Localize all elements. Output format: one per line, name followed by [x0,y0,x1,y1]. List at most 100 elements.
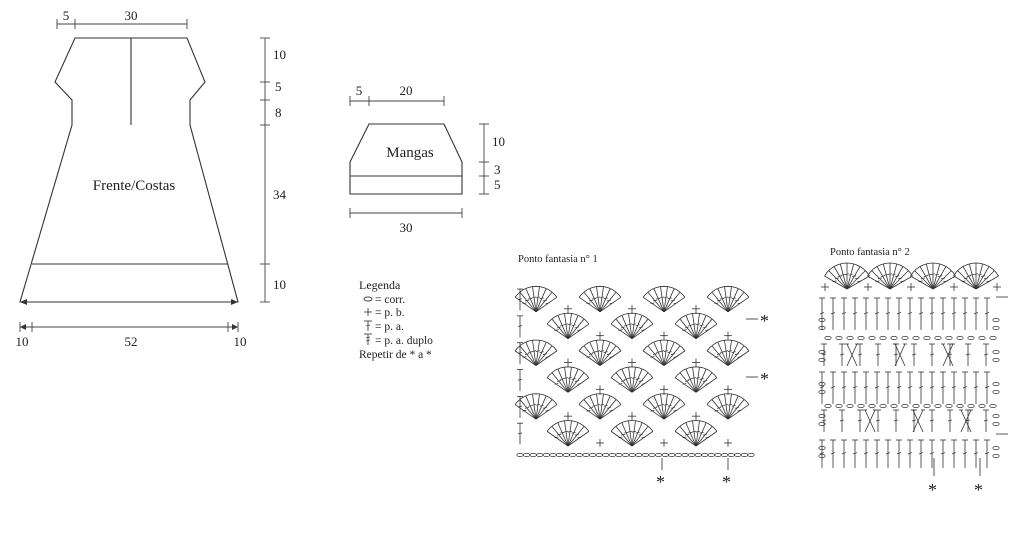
chart2-repeat-star-bottom-1: * [928,480,937,500]
sleeve-dim-top-2: 20 [400,83,413,98]
single-crochet-icon [660,385,668,394]
single-crochet-icon [596,331,604,340]
double-crochet-icon [517,288,523,311]
sleeve-right-dimension: 10 3 5 [479,123,505,195]
dress-dim-right-2: 5 [275,79,282,94]
chain-icon [992,446,1000,450]
dress-label: Frente/Costas [93,178,176,194]
sleeve-dim-right-1: 10 [492,134,505,149]
fan-stitch-icon [610,312,654,339]
dress-right-dimension: 10 5 8 34 10 [260,37,287,303]
sleeve-dim-bottom: 30 [400,220,413,235]
chain-icon [835,404,843,408]
chain-icon [734,453,742,457]
double-crochet-icon [821,343,827,366]
chain-icon [890,404,898,408]
chain-icon [668,453,676,457]
fan-stitch-icon [578,393,622,420]
double-crochet-icon [929,297,935,330]
chain-icon [818,446,826,450]
chain-icon [967,336,975,340]
fan-stitch-icon [910,262,956,290]
chain-icon [992,318,1000,322]
chain-icon [602,453,610,457]
chain-icon [589,453,597,457]
double-crochet-icon [962,297,968,330]
double-crochet-icon [841,297,847,330]
treble-crochet-symbol-icon [364,333,372,345]
legend: Legenda = corr. = p. b. = p. a. = p. a. … [359,278,433,361]
double-crochet-icon [819,371,825,404]
single-crochet-icon [692,412,700,421]
fan-stitch-icon [674,420,718,447]
double-crochet-icon [885,297,891,330]
dress-dim-top-shoulder: 5 [63,8,70,23]
chain-icon [707,453,715,457]
chain-icon [846,336,854,340]
chain-icon [901,404,909,408]
double-crochet-icon [929,409,935,432]
single-crochet-icon [724,385,732,394]
chain-icon [641,453,649,457]
double-crochet-icon [863,297,869,330]
double-crochet-icon [951,439,957,468]
dress-dim-bottom-center: 52 [125,334,138,349]
chain-icon [945,404,953,408]
single-crochet-icon [660,439,668,447]
double-crochet-icon [962,371,968,404]
fan-stitch-icon [706,393,750,420]
legend-item-chain: = corr. [375,294,405,306]
chain-icon [721,453,729,457]
sleeve-label: Mangas [386,145,434,161]
chain-icon [824,404,832,408]
legend-repeat-note: Repetir de * a * [359,349,432,361]
double-crochet-icon [821,409,827,432]
chain-icon [818,454,826,458]
double-crochet-icon [918,297,924,330]
double-crochet-icon [839,343,845,366]
single-crochet-icon [864,283,872,291]
chain-icon [542,453,550,457]
single-crochet-icon [692,304,700,313]
chain-icon [818,350,826,354]
fan-stitch-icon [706,285,750,313]
dress-dim-right-3: 8 [275,105,282,120]
chain-icon [655,453,663,457]
double-crochet-icon [984,297,990,330]
dress-bottom-dimension: 10 52 10 [16,299,247,349]
chain-icon [978,336,986,340]
double-crochet-icon [929,343,935,366]
fan-stitch-icon [674,312,718,339]
double-crochet-icon [918,371,924,404]
chain-icon [992,382,1000,386]
double-crochet-icon [947,409,953,432]
fan-stitch-icon [706,339,750,366]
sleeve-bottom-dimension: 30 [349,208,463,235]
double-crochet-icon [875,409,881,432]
dress-dim-bottom-right: 10 [234,334,247,349]
legend-item-treble-crochet: = p. a. duplo [375,335,433,347]
fan-stitch-icon [824,262,870,290]
single-crochet-icon [564,304,572,313]
double-crochet-icon [929,371,935,404]
chain-icon [628,453,636,457]
double-crochet-icon [863,371,869,404]
fan-stitch-icon [546,420,590,447]
double-crochet-icon [517,422,523,445]
chain-icon [868,404,876,408]
double-crochet-icon [874,371,880,404]
double-crochet-icon [907,439,913,468]
double-crochet-icon [857,343,863,366]
chain-icon [901,336,909,340]
double-crochet-icon [819,439,825,468]
chain-icon [818,326,826,330]
chain-icon [595,453,603,457]
double-crochet-icon [911,343,917,366]
chain-icon [992,422,1000,426]
single-crochet-icon [907,283,915,291]
dress-dim-right-1: 10 [273,47,286,62]
chain-icon [648,453,656,457]
dress-top-dimension: 5 30 [56,8,188,29]
chain-icon [688,453,696,457]
